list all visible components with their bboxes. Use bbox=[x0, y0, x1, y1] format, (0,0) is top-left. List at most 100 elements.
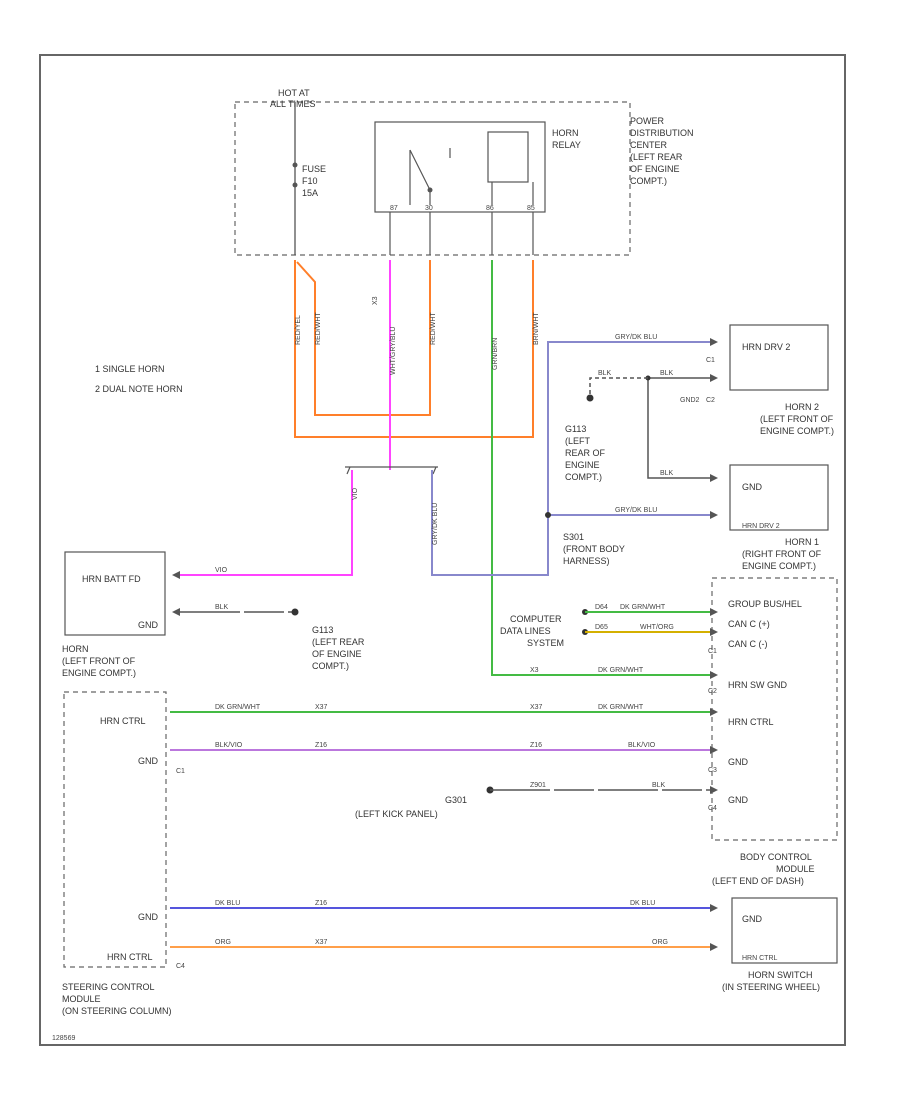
g113-label-2: (LEFT REAR bbox=[312, 637, 365, 647]
wire-label-bcm-purple-c1: Z16 bbox=[315, 742, 327, 749]
arrow-bcm-ctrl bbox=[710, 708, 718, 716]
arrow-hsw-ctrl bbox=[710, 943, 718, 951]
footer-code: 128569 bbox=[52, 1035, 75, 1042]
arrow-horn-batt bbox=[172, 571, 180, 579]
wire-orange-inner bbox=[296, 260, 431, 416]
wire-lavender-splice bbox=[431, 470, 549, 576]
wire-label-g113a: BLK bbox=[598, 370, 612, 377]
bcm-c3: C3 bbox=[708, 767, 717, 774]
relay-pin-4: 85 bbox=[527, 205, 535, 212]
scm-pin-2: GND bbox=[138, 756, 159, 766]
pdc-label-2: DISTRIBUTION bbox=[630, 128, 694, 138]
pdc-boundary bbox=[234, 101, 631, 256]
arrow-horn2-c1 bbox=[710, 338, 718, 346]
scm-c1: C1 bbox=[176, 768, 185, 775]
wire-label-orange-c: RED/WHT bbox=[430, 312, 437, 345]
arrow-horn1-gnd bbox=[710, 474, 718, 482]
g103a-label-3: REAR OF bbox=[565, 448, 606, 458]
scm-cap-1: STEERING CONTROL bbox=[62, 982, 155, 992]
pdc-label-5: OF ENGINE bbox=[630, 164, 680, 174]
legend-line-2: 2 DUAL NOTE HORN bbox=[95, 384, 183, 394]
g301-label-2: (LEFT KICK PANEL) bbox=[355, 809, 438, 819]
wire-label-g113: BLK bbox=[215, 604, 229, 611]
scm-cap-2: MODULE bbox=[62, 994, 101, 1004]
hsw-cap-2: (IN STEERING WHEEL) bbox=[722, 982, 820, 992]
horn-label-1: HRN BATT FD bbox=[82, 574, 141, 584]
wire-label-can-m: WHT/ORG bbox=[640, 624, 674, 631]
wire-label-bcm-purple-r: BLK/VIO bbox=[628, 742, 656, 749]
wire-lavender-horn2 bbox=[547, 341, 710, 515]
g301-label-1: G301 bbox=[445, 795, 467, 805]
splice-tick-l bbox=[346, 466, 351, 475]
wire-label-can-p: DK GRN/WHT bbox=[620, 604, 666, 611]
wire-label-mag-circuit: X3 bbox=[372, 296, 379, 305]
wire-label-can-p-c: D64 bbox=[595, 604, 608, 611]
wire-label-bcm-green-l: DK GRN/WHT bbox=[215, 704, 261, 711]
bcm-c1: C1 bbox=[708, 648, 717, 655]
wire-label-bcm-green-r: DK GRN/WHT bbox=[598, 704, 644, 711]
horn-gnd: GND bbox=[138, 620, 159, 630]
wire-label-green-circuit: X3 bbox=[530, 667, 539, 674]
pdc-label-6: COMPT.) bbox=[630, 176, 667, 186]
wire-label-blue-bot: GRY/DK BLU bbox=[615, 507, 657, 514]
hot-label-1: HOT AT bbox=[278, 88, 310, 98]
arrow-horn2-c2 bbox=[710, 374, 718, 382]
g113-label-3: OF ENGINE bbox=[312, 649, 362, 659]
bcm-cap-2: MODULE bbox=[776, 864, 815, 874]
wire-magenta-horn bbox=[180, 470, 353, 576]
fuse-dot-bot bbox=[292, 182, 298, 188]
bcm-pin-3: CAN C (-) bbox=[728, 639, 768, 649]
wire-g113a bbox=[589, 377, 648, 398]
pdc-label-3: CENTER bbox=[630, 140, 668, 150]
g113-label-1: G113 bbox=[312, 625, 333, 635]
wire-label-can-m-c: D65 bbox=[595, 624, 608, 631]
horn1-cap-2: (RIGHT FRONT OF bbox=[742, 549, 822, 559]
wire-label-magenta: WHT/GRY/BLU bbox=[390, 327, 397, 376]
scm-cap-3: (ON STEERING COLUMN) bbox=[62, 1006, 172, 1016]
wire-label-scm-blue: DK BLU bbox=[215, 900, 240, 907]
scm-c2: C4 bbox=[176, 963, 185, 970]
bcm-cap-1: BODY CONTROL bbox=[740, 852, 812, 862]
diagram-frame bbox=[39, 54, 846, 1046]
arrow-bcm-gnd bbox=[710, 746, 718, 754]
bcm-pin-1: GROUP BUS/HEL bbox=[728, 599, 802, 609]
legend-line-1: 1 SINGLE HORN bbox=[95, 364, 165, 374]
splice-tick-r bbox=[432, 466, 437, 475]
horn-box bbox=[64, 551, 166, 636]
horn2-cap-3: ENGINE COMPT.) bbox=[760, 426, 834, 436]
g103a-label-1: G113 bbox=[565, 424, 586, 434]
fuse-label-1: FUSE bbox=[302, 164, 326, 174]
horn-relay-box bbox=[374, 121, 546, 213]
horn1-gnd: GND bbox=[742, 482, 763, 492]
wire-label-orange-b: RED/WHT bbox=[315, 312, 322, 345]
arrow-horn-gnd bbox=[172, 608, 180, 616]
wire-label-bcm-purple: BLK/VIO bbox=[215, 742, 243, 749]
wire-label-green-h: DK GRN/WHT bbox=[598, 667, 644, 674]
relay-label-2: RELAY bbox=[552, 140, 581, 150]
relay-coil bbox=[487, 131, 529, 183]
relay-pin-2: 30 bbox=[425, 205, 433, 212]
hsw-gnd: GND bbox=[742, 914, 763, 924]
cdl-label-2: DATA LINES bbox=[500, 626, 551, 636]
wire-label-bcm-green-c1: X37 bbox=[315, 704, 328, 711]
horn2-c2: C2 bbox=[706, 397, 715, 404]
wire-horn-gnd-loop bbox=[647, 377, 710, 479]
pdc-label-1: POWER bbox=[630, 116, 665, 126]
fuse-label-2: F10 bbox=[302, 176, 318, 186]
wire-label-mag-low: VIO bbox=[352, 487, 359, 500]
wire-label-scm-orange-c: X37 bbox=[315, 939, 328, 946]
bcm-pin-7: GND bbox=[728, 795, 749, 805]
s301-label-2: (FRONT BODY bbox=[563, 544, 625, 554]
scm-boundary bbox=[63, 691, 167, 968]
horn1-cap-1: HORN 1 bbox=[785, 537, 819, 547]
hot-label-2: ALL TIMES bbox=[270, 99, 316, 109]
horn-cap-3: ENGINE COMPT.) bbox=[62, 668, 136, 678]
wire-label-scm-blue-r: DK BLU bbox=[630, 900, 655, 907]
hsw-cap-1: HORN SWITCH bbox=[748, 970, 813, 980]
wire-label-blue-top: GRY/DK BLU bbox=[615, 334, 657, 341]
horn2-cap-2: (LEFT FRONT OF bbox=[760, 414, 834, 424]
wire-label-right: BRN/WHT bbox=[533, 312, 540, 345]
s301-splice-dot bbox=[545, 512, 551, 518]
bcm-pin-2: CAN C (+) bbox=[728, 619, 770, 629]
